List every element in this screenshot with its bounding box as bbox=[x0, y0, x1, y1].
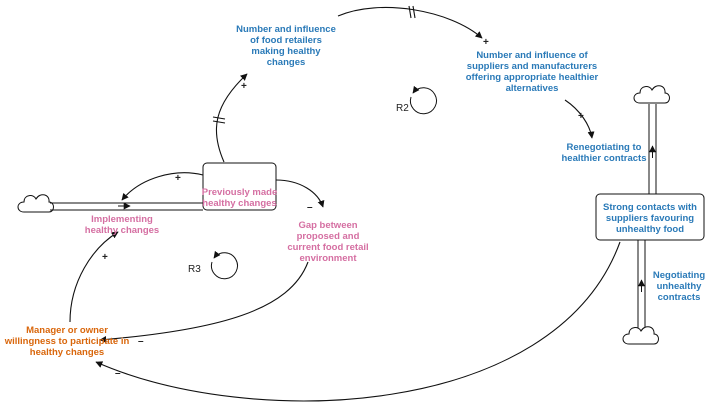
label-manager: Manager or owner willingness to particip… bbox=[4, 325, 130, 358]
cloud-top-right-icon bbox=[633, 85, 670, 104]
loop-r2-icon: R2 bbox=[396, 85, 437, 115]
delay-mark-2a bbox=[408, 5, 412, 19]
sign-stock-to-retailers: + bbox=[241, 81, 247, 92]
cloud-left-icon bbox=[17, 194, 54, 213]
previously-made-stock-box bbox=[202, 162, 277, 211]
cloud-bottom-right-icon bbox=[622, 326, 659, 345]
strong-contacts-stock-box bbox=[595, 193, 705, 241]
label-gap: Gap between proposed and current food re… bbox=[287, 220, 369, 264]
link-manager-to-implementing bbox=[69, 231, 119, 323]
label-retailers: Number and influence of food retailers m… bbox=[236, 24, 336, 68]
sign-stock-to-gap: – bbox=[307, 202, 313, 213]
loop-r2-label: R2 bbox=[396, 103, 409, 114]
sign-gap-to-manager: – bbox=[138, 336, 144, 347]
delay-mark-1a bbox=[212, 116, 226, 120]
sign-manager-to-implementing: + bbox=[102, 252, 108, 263]
label-strong-contacts: Strong contacts with suppliers favouring… bbox=[603, 202, 697, 235]
link-suppliers-to-renegotiating bbox=[564, 99, 595, 139]
delay-mark-2b bbox=[412, 5, 416, 19]
link-stock-to-gap bbox=[275, 179, 325, 208]
link-gap-to-manager bbox=[99, 261, 309, 343]
sign-suppliers-to-renegotiating: + bbox=[578, 111, 584, 122]
label-renegotiating: Renegotiating to healthier contracts bbox=[561, 142, 647, 164]
sign-strong-contacts-to-manager: – bbox=[115, 368, 121, 379]
delay-mark-1b bbox=[212, 120, 226, 124]
link-stock-to-implementing bbox=[121, 172, 204, 201]
loop-r3-label: R3 bbox=[188, 264, 201, 275]
label-suppliers: Number and influence of suppliers and ma… bbox=[465, 50, 599, 94]
sign-stock-to-implementing: + bbox=[175, 173, 181, 184]
label-implementing: Implementing healthy changes bbox=[84, 214, 160, 236]
sign-retailers-to-suppliers: + bbox=[483, 37, 489, 48]
link-strong-contacts-to-manager bbox=[95, 241, 621, 402]
label-previously-made: Previously made healthy changes bbox=[201, 187, 278, 209]
loop-r3-icon: R3 bbox=[188, 250, 238, 280]
label-negotiating: Negotiating unhealthy contracts bbox=[652, 270, 706, 303]
